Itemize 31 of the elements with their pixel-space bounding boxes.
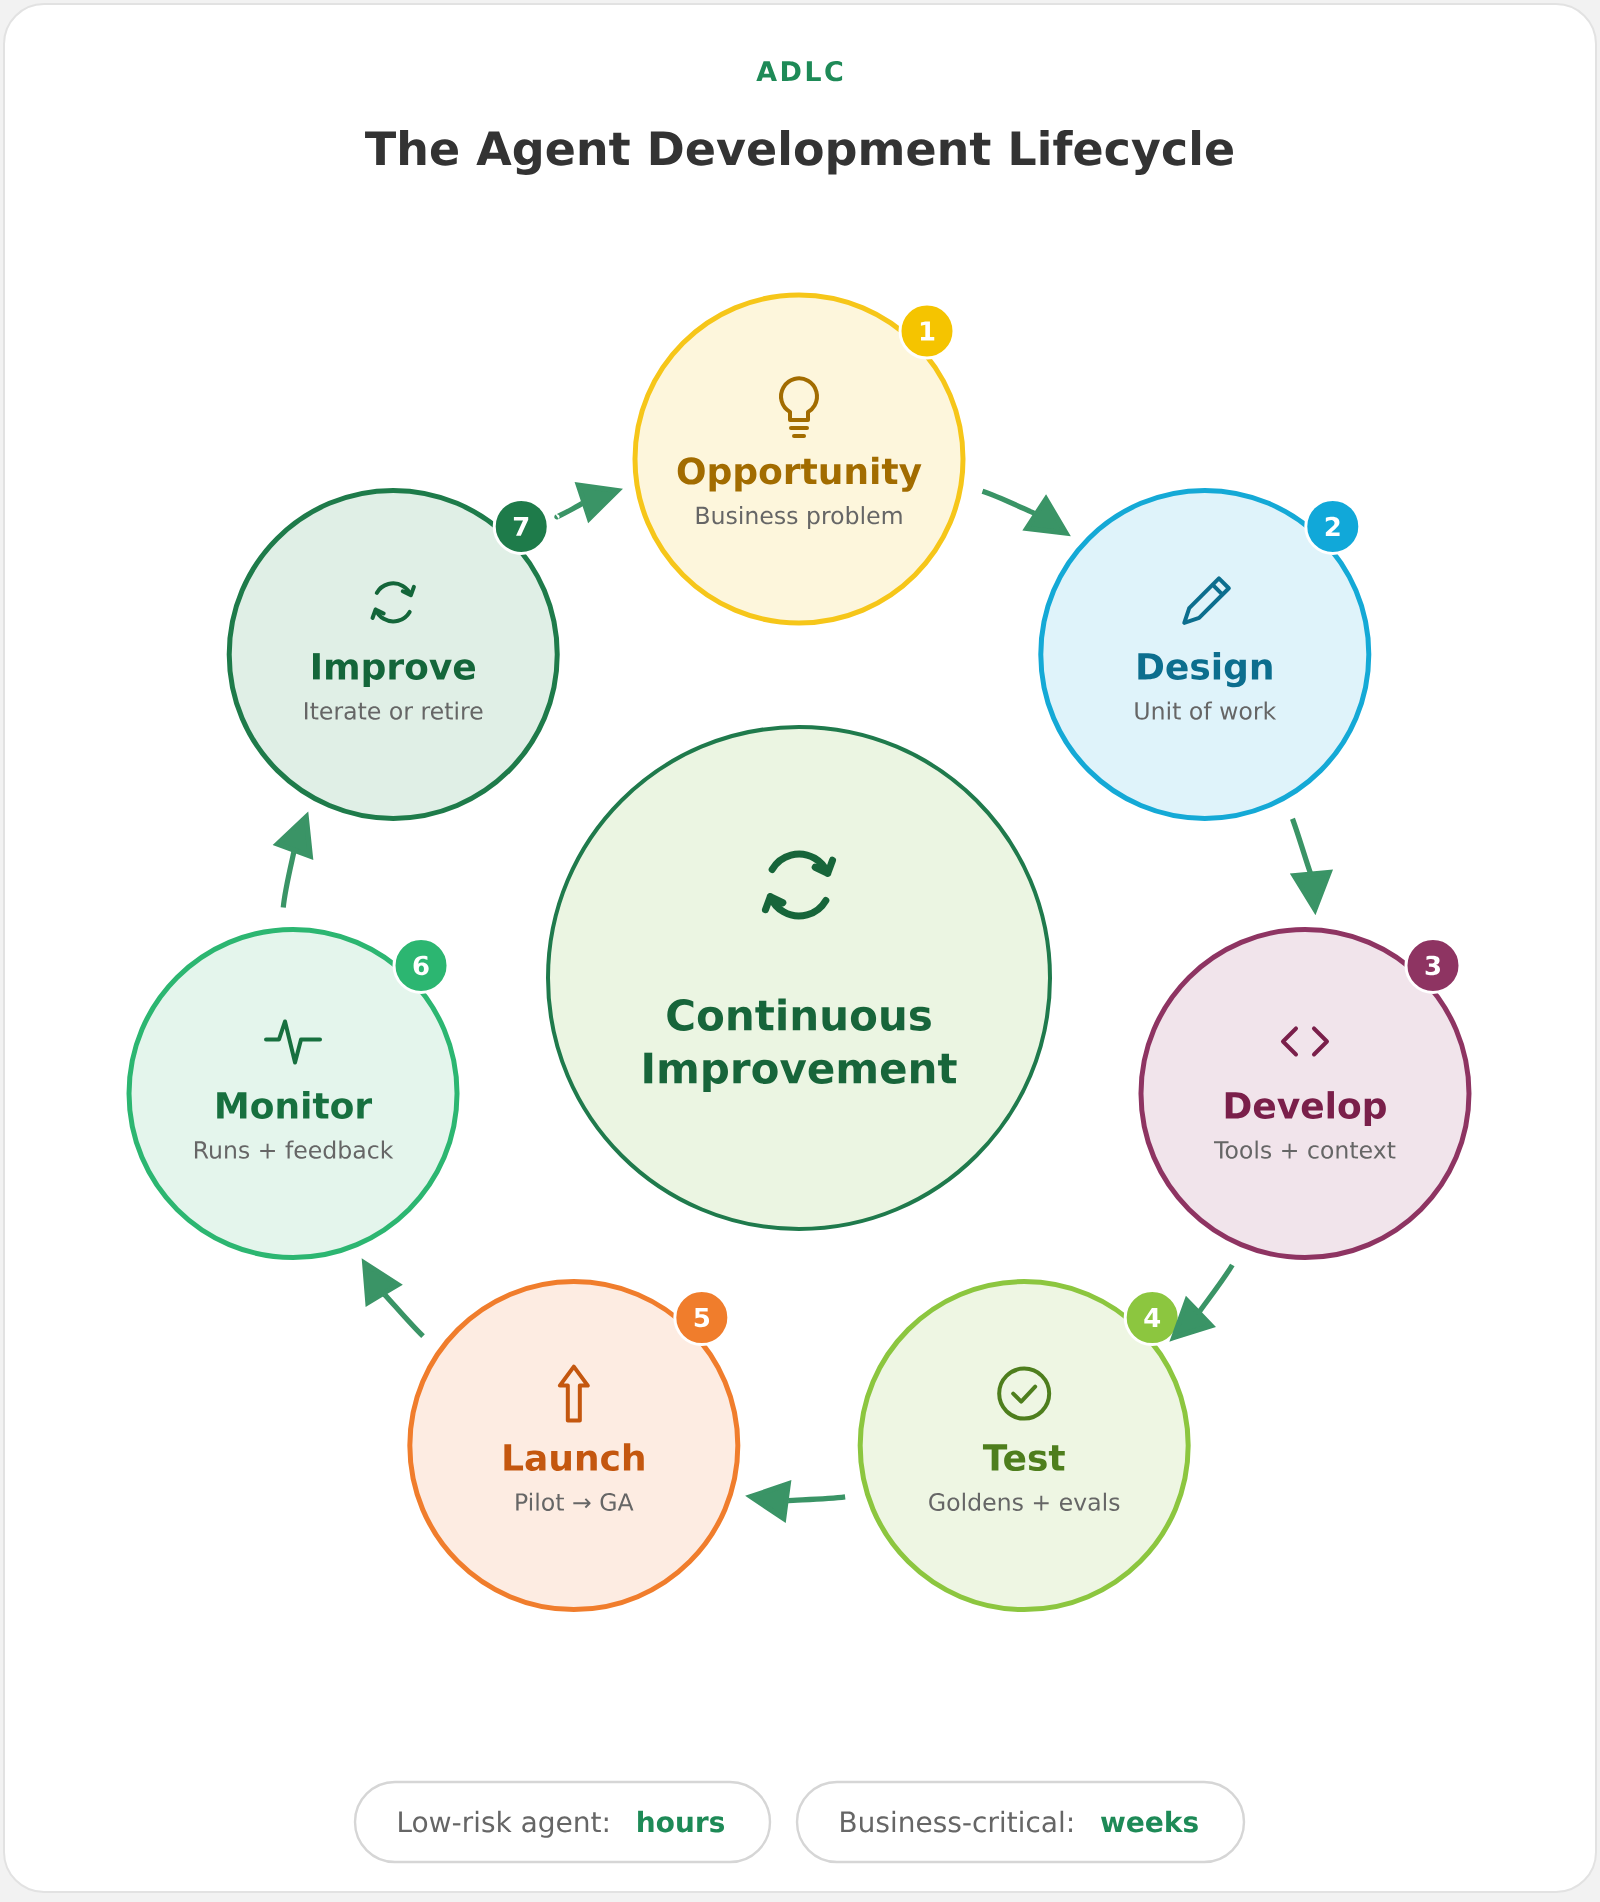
diagram-title: The Agent Development Lifecycle — [365, 130, 1233, 175]
stage-title: Launch — [504, 1443, 644, 1472]
stage-title: Improve — [313, 653, 475, 687]
pill-value: weeks — [1100, 1810, 1198, 1833]
stage-subtitle: Tools + context — [1214, 1140, 1396, 1159]
pill-label: Business-critical: — [841, 1810, 1072, 1833]
info-pill — [353, 1780, 772, 1864]
pill-label: Low-risk agent: — [399, 1810, 608, 1838]
step-number: 1 — [898, 302, 956, 360]
stage-title: Opportunity — [677, 456, 922, 492]
step-number: 7 — [492, 497, 550, 555]
step-number: 6 — [392, 936, 450, 994]
stage-subtitle: Pilot → GA — [516, 1492, 634, 1511]
step-number: 4 — [1123, 1289, 1181, 1347]
stage-subtitle: Iterate or retire — [305, 701, 483, 720]
hub-title: Continuous Improvement — [644, 998, 957, 1093]
stage-subtitle: Business problem — [696, 506, 902, 529]
step-number: 5 — [673, 1289, 731, 1347]
stage-title: Design — [1138, 652, 1272, 688]
step-number: 3 — [1404, 936, 1462, 994]
stage-subtitle: Runs + feedback — [194, 1140, 394, 1159]
hub-circle — [546, 725, 1052, 1231]
step-number: 2 — [1304, 497, 1362, 555]
stage-subtitle: Goldens + evals — [929, 1492, 1120, 1511]
pill-value: hours — [638, 1810, 724, 1833]
stage-title: Develop — [1225, 1091, 1386, 1126]
stage-title: Test — [982, 1444, 1065, 1472]
stage-title: Monitor — [217, 1091, 373, 1119]
stage-subtitle: Unit of work — [1135, 701, 1277, 720]
info-pill — [795, 1780, 1246, 1864]
overline-label: ADLC — [756, 60, 843, 82]
